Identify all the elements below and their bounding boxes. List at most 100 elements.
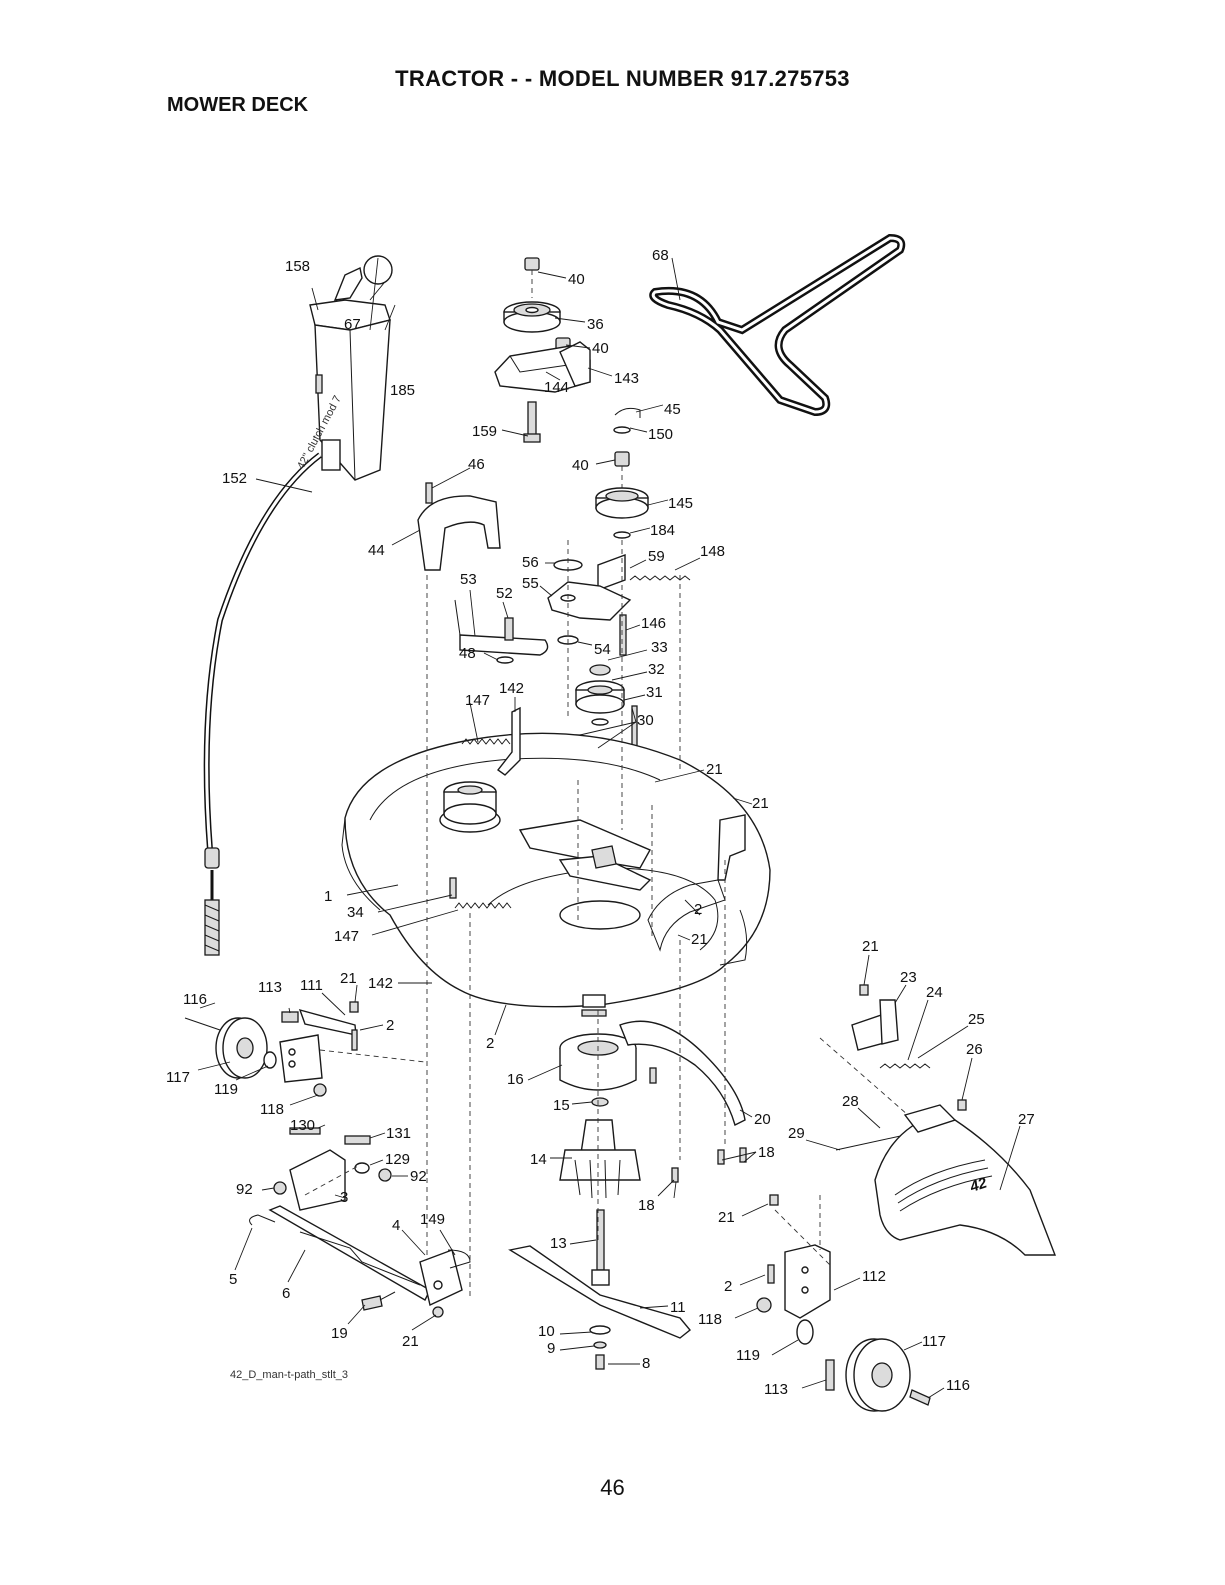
callout-118: 118: [698, 1311, 722, 1328]
clutch-cable-assembly: 42" clutch mod 7: [203, 255, 393, 956]
callout-131: 131: [386, 1125, 411, 1142]
callout-54: 54: [594, 641, 611, 658]
callout-118: 118: [260, 1101, 284, 1118]
callout-21: 21: [340, 970, 357, 987]
callout-184: 184: [650, 522, 675, 539]
left-gauge-wheel-assembly: [184, 1001, 359, 1097]
callout-29: 29: [788, 1125, 805, 1142]
callout-10: 10: [538, 1323, 555, 1340]
callout-185: 185: [390, 382, 415, 399]
callout-8: 8: [642, 1355, 650, 1372]
callout-26: 26: [966, 1041, 983, 1058]
callout-1: 1: [324, 888, 332, 905]
section-title: MOWER DECK: [167, 94, 309, 116]
callout-145: 145: [668, 495, 693, 512]
callout-150: 150: [648, 426, 673, 443]
callout-4: 4: [392, 1217, 400, 1234]
callout-147: 147: [334, 928, 359, 945]
callout-117: 117: [166, 1069, 190, 1086]
part-callouts: 40 36 40 143 144 159 45 150 40 145 184 5…: [166, 247, 1035, 1398]
top-pulley-assembly: [494, 257, 649, 539]
callout-3: 3: [340, 1189, 348, 1206]
callout-111: 111: [300, 977, 323, 994]
callout-9: 9: [547, 1340, 555, 1357]
diagram-file-id: 42_D_man-t-path_stlt_3: [230, 1369, 348, 1381]
callout-152: 152: [222, 470, 247, 487]
callout-119: 119: [214, 1081, 238, 1098]
blade-spindle-assembly: [508, 1033, 691, 1370]
leader-lines: [197, 257, 1021, 1399]
lift-linkage-assembly: [249, 1127, 471, 1318]
callout-113: 113: [764, 1381, 788, 1398]
callout-11: 11: [670, 1299, 686, 1316]
callout-116: 116: [946, 1377, 970, 1394]
callout-14: 14: [530, 1151, 547, 1168]
page-number: 46: [600, 1475, 625, 1500]
callout-6: 6: [282, 1285, 290, 1302]
assembly-guide-lines: [304, 540, 909, 1300]
callout-30: 30: [637, 712, 654, 729]
callout-5: 5: [229, 1271, 237, 1288]
callout-130: 130: [290, 1117, 315, 1134]
callout-129: 129: [385, 1151, 410, 1168]
callout-18: 18: [638, 1197, 655, 1214]
callout-59: 59: [648, 548, 665, 565]
callout-36: 36: [587, 316, 604, 333]
callout-46: 46: [468, 456, 485, 473]
callout-2: 2: [694, 901, 702, 918]
callout-144: 144: [544, 379, 569, 396]
callout-158: 158: [285, 258, 310, 275]
callout-24: 24: [926, 984, 943, 1001]
callout-113: 113: [258, 979, 282, 996]
callout-20: 20: [754, 1111, 771, 1128]
callout-68: 68: [652, 247, 669, 264]
callout-21: 21: [752, 795, 769, 812]
callout-117: 117: [922, 1333, 946, 1350]
callout-40: 40: [568, 271, 585, 288]
callout-21: 21: [402, 1333, 419, 1350]
callout-2: 2: [386, 1017, 394, 1034]
callout-56: 56: [522, 554, 539, 571]
callout-32: 32: [648, 661, 665, 678]
callout-23: 23: [900, 969, 917, 986]
callout-21: 21: [706, 761, 723, 778]
callout-2: 2: [486, 1035, 494, 1052]
callout-18: 18: [758, 1144, 775, 1161]
right-gauge-wheel-assembly: [756, 1194, 931, 1412]
callout-13: 13: [550, 1235, 567, 1252]
callout-40: 40: [592, 340, 609, 357]
callout-33: 33: [651, 639, 668, 656]
callout-31: 31: [646, 684, 663, 701]
callout-53: 53: [460, 571, 477, 588]
callout-112: 112: [862, 1268, 886, 1285]
callout-116: 116: [183, 991, 207, 1008]
callout-40: 40: [572, 457, 589, 474]
callout-52: 52: [496, 585, 513, 602]
callout-142: 142: [368, 975, 393, 992]
callout-27: 27: [1018, 1111, 1035, 1128]
callout-148: 148: [700, 543, 725, 560]
callout-92: 92: [410, 1168, 427, 1185]
callout-48: 48: [459, 645, 476, 662]
discharge-chute-assembly: 42: [835, 984, 1057, 1256]
callout-119: 119: [736, 1347, 760, 1364]
callout-142: 142: [499, 680, 524, 697]
callout-146: 146: [641, 615, 666, 632]
callout-21: 21: [691, 931, 708, 948]
callout-44: 44: [368, 542, 385, 559]
callout-28: 28: [842, 1093, 859, 1110]
callout-147: 147: [465, 692, 490, 709]
callout-143: 143: [614, 370, 639, 387]
baffle-assembly: [619, 1020, 747, 1183]
callout-55: 55: [522, 575, 539, 592]
callout-149: 149: [420, 1211, 445, 1228]
callout-21: 21: [718, 1209, 735, 1226]
callout-159: 159: [472, 423, 497, 440]
callout-16: 16: [507, 1071, 524, 1088]
callout-34: 34: [347, 904, 364, 921]
chute-marking: 42: [967, 1174, 990, 1196]
callout-21: 21: [862, 938, 879, 955]
callout-19: 19: [331, 1325, 348, 1342]
callout-2: 2: [724, 1278, 732, 1295]
callout-92: 92: [236, 1181, 253, 1198]
